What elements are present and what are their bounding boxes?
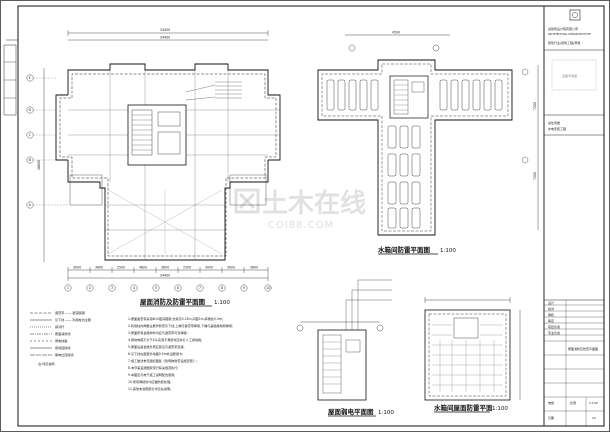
tank-room-lightning-plan: 4500 7200 7200 — [317, 31, 539, 255]
axis-label: 4 — [133, 286, 135, 290]
bottom-dimensions: 3000 3600 2500 4800 3600 2500 3000 3000 … — [67, 266, 269, 281]
drawing-name: 屋面消防及防雷平面图 — [568, 346, 598, 351]
dim-segment: 2500 — [183, 266, 191, 270]
legend-item: 接闪杆 — [55, 324, 64, 329]
roof-electrical-title: 屋面弱电平面图 — [328, 407, 374, 416]
tank-room-roof-title: 水箱间屋面防雷平面 — [434, 403, 493, 412]
note-line: 2.利用柱内两根主筋作防雷引下线,上端与避雷带焊接,下端与基础接地网焊接; — [128, 323, 233, 328]
note-line: 11.其他未说明部分详见总说明。 — [128, 386, 173, 391]
note-line: 1.屋面避雷带采用Φ10镀锌圆钢,支架高0.15m,间距1m,转角处0.5m; — [128, 316, 223, 321]
roof-plan-scale: 1:100 — [214, 300, 230, 306]
dim-overall-top-1: 34400 — [160, 28, 170, 32]
dim-segment: 2500 — [117, 266, 125, 270]
company-name-en: ARCHITECTURAL DESIGN INSTITUTE — [548, 33, 591, 36]
sig-row-label: 设计 — [548, 300, 554, 305]
axis-label: D — [29, 108, 32, 112]
tank-room-roof-scale: 1:100 — [492, 406, 508, 412]
grid-axes-left: E D C B A — [26, 74, 68, 209]
axis-label: 9 — [243, 286, 245, 290]
roof-electrical-scale: 1:100 — [378, 410, 394, 416]
note-line: 3.屋面所有金属构件均应与避雷带可靠焊接; — [128, 330, 188, 335]
company-name: 某建筑设计院有限公司 — [548, 26, 578, 31]
dim-tank-right-1: 7200 — [533, 102, 537, 110]
note-line: 7.施工做法参见国标图集《建筑物防雷设施安装》; — [128, 358, 197, 363]
sig-row-label: 审核 — [548, 312, 554, 317]
scale-label: 比例 — [570, 400, 576, 405]
note-line: 6.引下线在距室外地面0.5m处设断接卡; — [128, 351, 183, 356]
note-line: 5.屋面设备金属外壳应就近与避雷带连接; — [128, 344, 185, 349]
axis-label: 5 — [155, 286, 157, 290]
sig-row-label: 校对 — [548, 306, 554, 311]
tank-room-lightning-scale: 1:100 — [440, 248, 456, 254]
legend-item: 屋面消防线 — [55, 331, 70, 336]
dim-segment: 3600 — [95, 266, 103, 270]
dim-overall-top-2: 34400 — [160, 36, 170, 40]
dim-segment: 3000 — [227, 266, 235, 270]
project-name: 某住宅楼 — [548, 120, 560, 125]
tank-room-roof-plan: 水箱间屋面防雷平面 1:100 — [424, 297, 521, 413]
note-line: 10.所有焊接处均应做防腐处理; — [128, 379, 171, 384]
stamp-area — [551, 59, 597, 91]
binding-strip — [3, 39, 18, 116]
legend-item: 引下线 —— 利用柱内主筋 — [55, 317, 91, 322]
sig-row-label: 专业负责 — [548, 330, 560, 335]
note-line: 8.未尽事宜按国家现行有关规范执行; — [128, 365, 178, 370]
sheet-number: 12 — [592, 416, 596, 420]
axis-label: 6 — [177, 286, 179, 290]
axis-label: A — [29, 203, 32, 207]
roof-electrical-plan: 屋面弱电平面图 1:100 — [296, 279, 394, 417]
axis-label: 2 — [89, 286, 91, 290]
design-notes: 1.屋面避雷带采用Φ10镀锌圆钢,支架高0.15m,间距1m,转角处0.5m; … — [128, 316, 233, 391]
watermark-text: 土木在线 — [262, 189, 366, 219]
stamp-text: 出图专用章 — [562, 73, 577, 78]
scale-value: 1:100 — [589, 401, 598, 405]
company-cert: 建筑行业(建筑工程)甲级 — [548, 40, 580, 45]
axis-label: 3 — [111, 286, 113, 290]
axis-label: 8 — [221, 286, 223, 290]
dim-tank-top: 4500 — [392, 31, 400, 35]
axis-label: 7 — [199, 286, 201, 290]
dim-segment: 3600 — [250, 266, 258, 270]
dim-tank-right-2: 7200 — [533, 172, 537, 180]
dim-segment: 3000 — [205, 266, 213, 270]
sub-project: 水电安装工程 — [548, 126, 566, 131]
watermark: 土木在线 COI88.COM — [234, 188, 366, 231]
axis-label: 10 — [266, 286, 270, 290]
dim-left-side: 16600 — [37, 160, 41, 170]
roof-plan: 34400 34400 16600 — [26, 28, 281, 307]
legend-item: 弱电线路 — [55, 338, 67, 343]
legend: 避雷带 —— 镀锌圆钢 引下线 —— 利用柱内主筋 接闪杆 屋面消防线 弱电线路… — [30, 310, 91, 366]
dim-segment: 3000 — [73, 266, 81, 270]
company-logo-icon — [569, 9, 581, 21]
watermark-subtext: COI88.COM — [268, 220, 334, 231]
legend-item: 等电位连接线 — [55, 352, 74, 357]
tank-room-lightning-title: 水箱间防雷平面图 — [378, 245, 431, 254]
legend-footnote: 注:详见说明 — [38, 361, 55, 366]
axis-label: 1 — [67, 286, 69, 290]
dim-bottom-overall: 34400 — [160, 274, 170, 278]
discipline-label: 电施 — [548, 400, 554, 405]
legend-item: 避雷带 —— 镀锌圆钢 — [55, 310, 85, 315]
axis-label: E — [29, 76, 31, 80]
title-block: 某建筑设计院有限公司 ARCHITECTURAL DESIGN INSTITUT… — [543, 5, 605, 427]
roof-plan-title: 屋面消防及防雷平面图 — [140, 297, 206, 306]
dim-segment: 3600 — [161, 266, 169, 270]
sig-row-label: 审定 — [548, 318, 554, 323]
note-line: 4.接地电阻不大于1Ω,实测不满足时应补打人工接地极; — [128, 337, 202, 342]
legend-item: 接地连接线 — [55, 345, 70, 350]
note-line: 9.本图应与电气施工说明配合使用; — [128, 372, 175, 377]
sig-row-label: 项目负责 — [548, 324, 560, 329]
axis-label: B — [29, 158, 31, 162]
date-label: 日期 — [548, 415, 554, 420]
dim-segment: 4800 — [139, 266, 147, 270]
grid-axes-bottom: 1 2 3 4 5 6 7 8 9 10 — [64, 284, 272, 292]
axis-label: C — [29, 133, 32, 137]
